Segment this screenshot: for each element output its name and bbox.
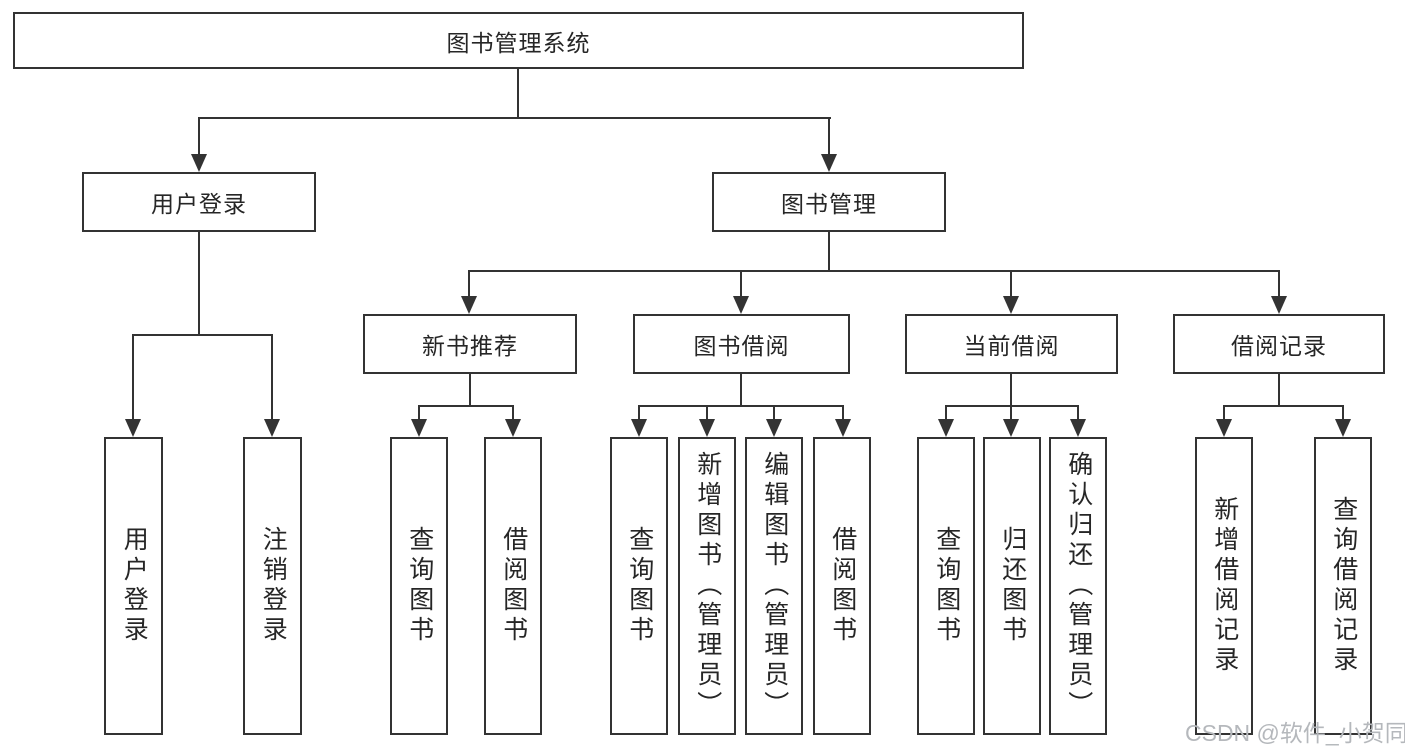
node-book-management: 图书管理	[712, 172, 946, 232]
leaf-records-query-borrow-record: 查询借阅记录	[1314, 437, 1372, 735]
arrow-down-icon	[1271, 296, 1287, 314]
connector-stub	[740, 270, 742, 298]
node-borrow-records: 借阅记录	[1173, 314, 1385, 374]
connector-stub	[1010, 270, 1012, 298]
connector-group-hline	[945, 405, 1079, 407]
connector-group-hline	[418, 405, 514, 407]
connector-stub	[1223, 405, 1225, 421]
leaf-current-query-books: 查询图书	[917, 437, 975, 735]
connector-stub	[828, 117, 830, 156]
connector-stub	[842, 405, 844, 421]
arrow-down-icon	[631, 419, 647, 437]
leaf-borrow-edit-books-admin: 编辑图书（管理员）	[745, 437, 803, 735]
connector-stub	[198, 117, 200, 156]
arrow-down-icon	[1070, 419, 1086, 437]
connector-stub	[271, 334, 273, 421]
arrow-down-icon	[411, 419, 427, 437]
connector-group-vline	[1278, 374, 1280, 406]
arrow-down-icon	[1003, 296, 1019, 314]
connector-stub	[468, 270, 470, 298]
arrow-down-icon	[505, 419, 521, 437]
leaf-recommend-query-books: 查询图书	[390, 437, 448, 735]
connector-stub	[1077, 405, 1079, 421]
leaf-borrow-query-books: 查询图书	[610, 437, 668, 735]
connector-stub	[1010, 405, 1012, 421]
node-new-book-recommend: 新书推荐	[363, 314, 577, 374]
arrow-down-icon	[1216, 419, 1232, 437]
leaf-logout: 注销登录	[243, 437, 302, 735]
connector-group-vline	[1010, 374, 1012, 406]
connector-userlogin-hline	[132, 334, 273, 336]
node-book-borrow: 图书借阅	[633, 314, 850, 374]
connector-stub	[418, 405, 420, 421]
connector-stub	[706, 405, 708, 421]
arrow-down-icon	[1335, 419, 1351, 437]
connector-bookmgmt-vline	[828, 232, 830, 272]
arrow-down-icon	[1003, 419, 1019, 437]
leaf-borrow-borrow-books: 借阅图书	[813, 437, 871, 735]
connector-level3-hline	[468, 270, 1280, 272]
arrow-down-icon	[461, 296, 477, 314]
arrow-down-icon	[938, 419, 954, 437]
connector-stub	[512, 405, 514, 421]
connector-stub	[1278, 270, 1280, 298]
csdn-watermark: CSDN @软件_小贺同学	[1185, 720, 1405, 746]
connector-group-hline	[1223, 405, 1344, 407]
arrow-down-icon	[835, 419, 851, 437]
arrow-down-icon	[821, 154, 837, 172]
arrow-down-icon	[191, 154, 207, 172]
connector-group-vline	[469, 374, 471, 406]
connector-group-vline	[740, 374, 742, 406]
node-current-borrow: 当前借阅	[905, 314, 1118, 374]
connector-group-hline	[638, 405, 844, 407]
leaf-records-add-borrow-record: 新增借阅记录	[1195, 437, 1253, 735]
arrow-down-icon	[766, 419, 782, 437]
connector-stub	[1342, 405, 1344, 421]
leaf-current-confirm-return-admin: 确认归还（管理员）	[1049, 437, 1107, 735]
connector-stub	[132, 334, 134, 421]
connector-root-vline	[517, 69, 519, 118]
leaf-current-return-books: 归还图书	[983, 437, 1041, 735]
leaf-recommend-borrow-books: 借阅图书	[484, 437, 542, 735]
connector-stub	[638, 405, 640, 421]
connector-userlogin-vline	[198, 232, 200, 336]
connector-stub	[773, 405, 775, 421]
leaf-user-login: 用户登录	[104, 437, 163, 735]
arrow-down-icon	[733, 296, 749, 314]
arrow-down-icon	[264, 419, 280, 437]
node-user-login: 用户登录	[82, 172, 316, 232]
arrow-down-icon	[699, 419, 715, 437]
arrow-down-icon	[125, 419, 141, 437]
connector-level2-hline	[198, 117, 831, 119]
node-library-management-system: 图书管理系统	[13, 12, 1024, 69]
connector-stub	[945, 405, 947, 421]
leaf-borrow-add-books-admin: 新增图书（管理员）	[678, 437, 736, 735]
